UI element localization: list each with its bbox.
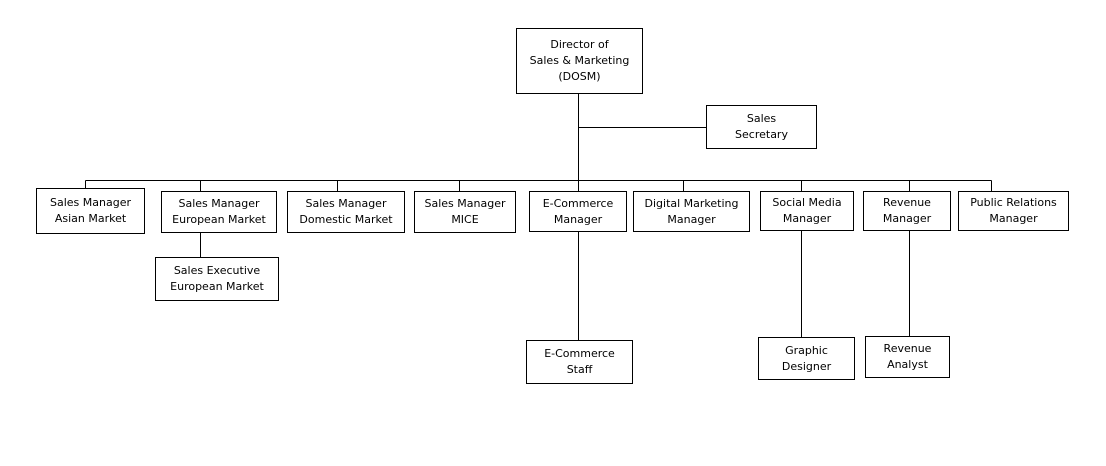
node-ecommerce-manager-label: E-Commerce Manager	[542, 196, 614, 226]
node-public-relations-manager-label: Public Relations Manager	[970, 196, 1057, 225]
node-public-relations-manager: Public Relations Manager	[958, 191, 1069, 231]
node-sales-manager-european-label: Sales Manager European Market	[172, 197, 266, 226]
node-sales-secretary-label: Sales Secretary	[735, 112, 788, 141]
node-graphic-designer: Graphic Designer	[758, 337, 855, 380]
node-digital-marketing-manager-label: Digital Marketing Manager	[644, 196, 739, 226]
node-digital-marketing-manager: Digital Marketing Manager	[633, 191, 750, 232]
node-sales-manager-asian: Sales Manager Asian Market	[36, 188, 145, 234]
node-sales-executive-european: Sales Executive European Market	[155, 257, 279, 301]
node-sales-manager-asian-label: Sales Manager Asian Market	[50, 196, 131, 225]
node-ecommerce-staff-label: E-Commerce Staff	[544, 347, 615, 376]
node-social-media-manager-label: Social Media Manager	[772, 196, 842, 225]
node-sales-secretary: Sales Secretary	[706, 105, 817, 149]
node-dosm-label: Director of Sales & Marketing (DOSM)	[529, 38, 630, 83]
node-revenue-manager: Revenue Manager	[863, 191, 951, 231]
node-sales-manager-european: Sales Manager European Market	[161, 191, 277, 233]
node-revenue-analyst-label: Revenue Analyst	[883, 342, 932, 371]
node-ecommerce-staff: E-Commerce Staff	[526, 340, 633, 384]
node-sales-executive-european-label: Sales Executive European Market	[170, 264, 264, 293]
node-sales-manager-mice-label: Sales Manager MICE	[424, 197, 506, 226]
node-dosm: Director of Sales & Marketing (DOSM)	[516, 28, 643, 94]
node-graphic-designer-label: Graphic Designer	[781, 343, 832, 373]
node-sales-manager-domestic-label: Sales Manager Domestic Market	[299, 197, 393, 226]
node-revenue-analyst: Revenue Analyst	[865, 336, 950, 378]
node-revenue-manager-label: Revenue Manager	[882, 196, 932, 225]
node-sales-manager-mice: Sales Manager MICE	[414, 191, 516, 233]
node-sales-manager-domestic: Sales Manager Domestic Market	[287, 191, 405, 233]
node-ecommerce-manager: E-Commerce Manager	[529, 191, 627, 232]
node-social-media-manager: Social Media Manager	[760, 191, 854, 231]
